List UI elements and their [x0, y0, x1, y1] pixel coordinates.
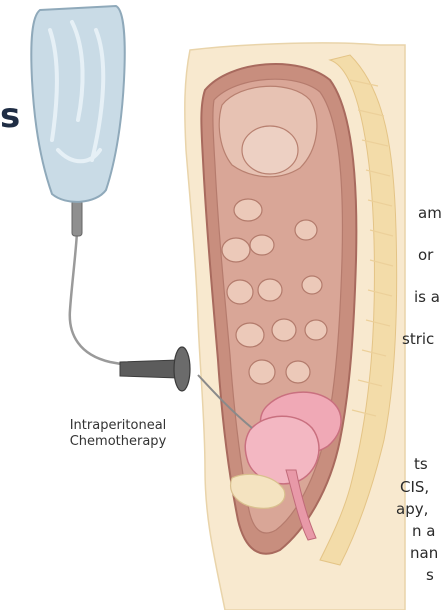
heading-fragment: s [0, 96, 21, 136]
body-fragment-1: ame [418, 204, 442, 222]
illustration-caption: Intraperitoneal Chemotherapy [60, 418, 176, 450]
tube-connector [72, 200, 82, 236]
caption-line-2: Chemotherapy [60, 434, 176, 450]
body-fragment-7: apy, [396, 500, 428, 518]
body-fragment-2: or [418, 246, 433, 264]
body-fragment-3: is a [414, 288, 440, 306]
body-fragment-8: n a [412, 522, 435, 540]
caption-line-1: Intraperitoneal [60, 418, 176, 434]
body-fragment-9: nan [410, 544, 438, 562]
body-fragment-10: s [426, 566, 434, 584]
stomach [242, 126, 298, 174]
body-fragment-5: ts [414, 455, 428, 473]
catheter-flange [174, 347, 190, 391]
body-fragment-4: stric [402, 330, 434, 348]
catheter-hub [120, 360, 178, 378]
catheter-tube [70, 205, 185, 368]
body-fragment-6: CIS, [400, 478, 429, 496]
bladder [245, 416, 319, 484]
